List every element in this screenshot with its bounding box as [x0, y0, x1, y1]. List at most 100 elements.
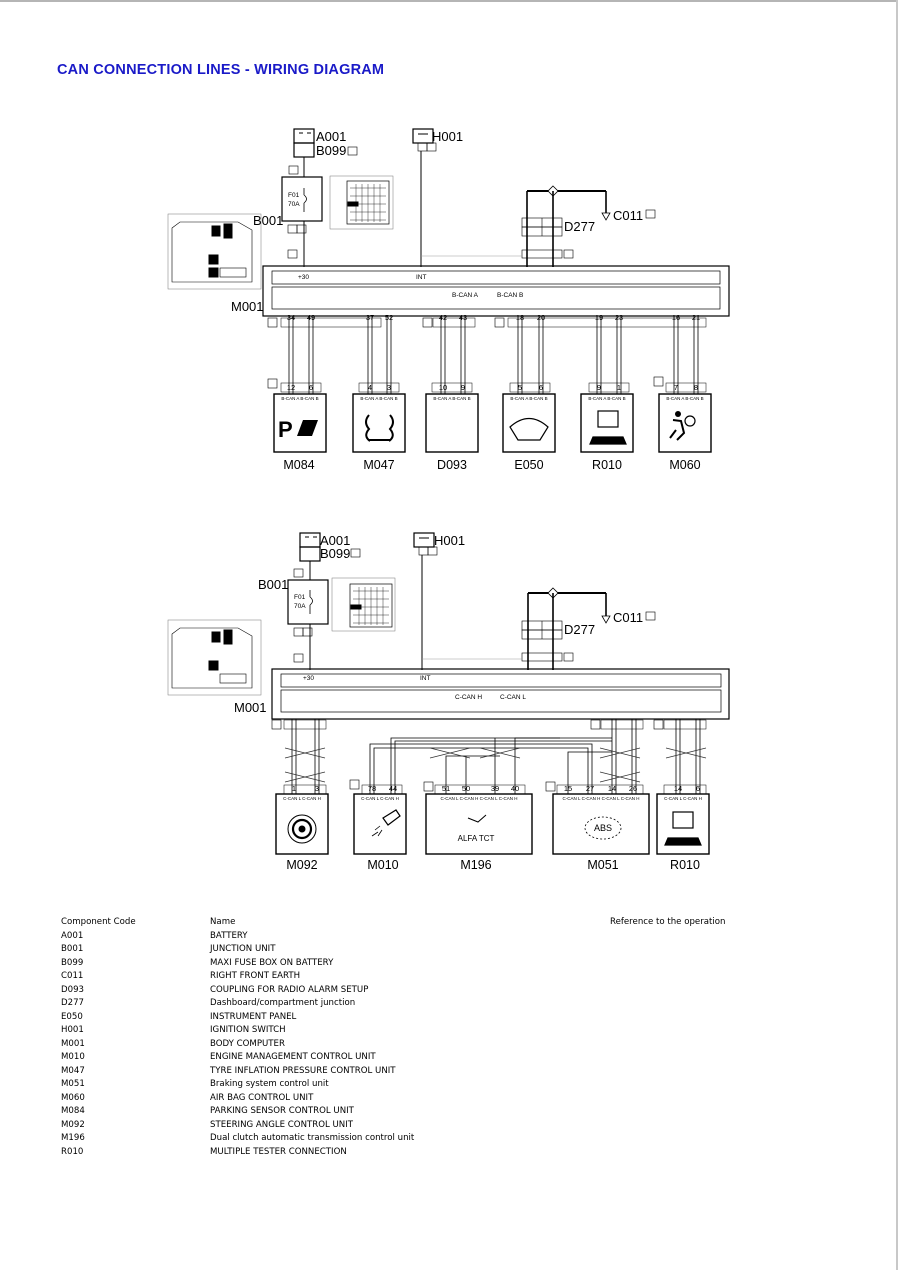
top-device-code: M084 [283, 458, 314, 472]
bottom-b001-label: B001 [258, 577, 288, 592]
bottom-device-sub: C-CAN L C-CAN H C-CAN L C-CAN H [441, 796, 518, 801]
row-code: B001 [61, 944, 84, 954]
top-device-pin: 8 [694, 383, 698, 392]
top-device-sub: B-CAN A B-CAN B [360, 396, 397, 401]
top-device-code: E050 [514, 458, 543, 472]
top-device-sub: B-CAN A B-CAN B [281, 396, 318, 401]
top-ecu-pin: 52 [385, 313, 393, 322]
top-ecu-pin: 37 [366, 313, 374, 322]
parking-sensor-glyph: P [278, 417, 293, 442]
top-int-label: INT [416, 274, 427, 281]
steering-wheel-icon [287, 814, 317, 844]
bottom-device-box-m092 [275, 793, 329, 855]
row-code: M196 [61, 1133, 85, 1143]
top-ecu-pin: 23 [615, 313, 623, 322]
row-name: BATTERY [210, 930, 248, 941]
top-device-pin: 9 [461, 383, 465, 392]
page-right-border [896, 0, 898, 1270]
bottom-device-pin: 44 [389, 784, 397, 793]
top-bus-right: B-CAN B [497, 292, 523, 299]
top-device-sub: B-CAN A B-CAN B [433, 396, 470, 401]
top-device-code: M047 [363, 458, 394, 472]
row-code: B099 [61, 957, 84, 968]
top-device-pin: 10 [439, 383, 447, 392]
bottom-m001-label: M001 [234, 700, 267, 715]
page-title: CAN CONNECTION LINES - WIRING DIAGRAM [57, 62, 385, 78]
wiring-diagram: A001 B099 B001 H001 C011 D277 M001 F01 7… [167, 128, 730, 872]
bottom-device-code: M196 [460, 858, 491, 872]
top-device-pin: 12 [287, 383, 295, 392]
abs-icon [584, 816, 622, 840]
top-m001-label: M001 [231, 299, 264, 314]
row-name: BODY COMPUTER [210, 1038, 285, 1049]
bottom-device-pin: 15 [564, 784, 572, 793]
top-device-box-e050 [502, 393, 556, 453]
row-code: C011 [61, 971, 84, 981]
bottom-bus-left: C-CAN H [455, 694, 482, 701]
bottom-device-box-m010 [353, 793, 407, 855]
row-name: ENGINE MANAGEMENT CONTROL UNIT [210, 1052, 376, 1062]
row-name: IGNITION SWITCH [210, 1025, 286, 1035]
tester-icon-bottom [664, 811, 702, 846]
row-code: H001 [61, 1025, 84, 1035]
bottom-device-pin: 50 [462, 784, 470, 793]
bottom-device-box-r010 [656, 793, 710, 855]
injector-icon [371, 809, 401, 837]
bottom-device-pin: 14 [608, 784, 616, 793]
row-name: RIGHT FRONT EARTH [210, 971, 301, 981]
row-code: M060 [61, 1092, 85, 1103]
row-name: COUPLING FOR RADIO ALARM SETUP [210, 984, 369, 995]
bottom-device-code: M010 [367, 858, 398, 872]
bottom-device-sub: C-CAN L C-CAN H [361, 796, 399, 801]
top-b001-label: B001 [253, 213, 283, 228]
top-device-pin: 5 [518, 383, 522, 392]
top-device-box-m060 [658, 393, 712, 453]
top-device-pin: 1 [617, 383, 621, 392]
bottom-device-pin: 26 [629, 784, 637, 793]
top-d277-label: D277 [564, 219, 595, 234]
tester-icon [589, 410, 627, 445]
instrument-panel-icon [509, 417, 549, 441]
bottom-bus-right: C-CAN L [500, 694, 526, 701]
header-component-code: Component Code [61, 917, 136, 927]
row-code: R010 [61, 1146, 84, 1157]
top-ecu-pin: 34 [287, 313, 295, 322]
tct-icon [467, 814, 487, 823]
top-device-sub: B-CAN A B-CAN B [666, 396, 703, 401]
bottom-device-pin: 27 [586, 784, 594, 793]
row-code: M047 [61, 1065, 85, 1076]
top-device-box-m047 [352, 393, 406, 453]
table-row: H001 IGNITION SWITCH [61, 1025, 761, 1039]
bottom-device-pin: 40 [511, 784, 519, 793]
top-ecu-pin: 42 [439, 313, 447, 322]
header-name: Name [210, 917, 236, 927]
top-battery-symbol [293, 128, 358, 158]
table-header: Component Code Name Reference to the ope… [61, 917, 761, 931]
bottom-a001-label: A001 [320, 533, 350, 548]
top-b099-label: B099 [316, 143, 346, 158]
table-row: M092 STEERING ANGLE CONTROL UNIT [61, 1120, 761, 1134]
abs-label: ABS [594, 823, 612, 833]
row-name: MAXI FUSE BOX ON BATTERY [210, 957, 334, 968]
top-device-pin: 6 [309, 383, 313, 392]
airbag-icon [669, 411, 696, 441]
top-device-pin: 4 [368, 383, 372, 392]
row-name: STEERING ANGLE CONTROL UNIT [210, 1119, 354, 1130]
tct-label: ALFA TCT [458, 834, 495, 843]
row-code: M092 [61, 1119, 85, 1130]
top-fuse-box [281, 176, 323, 222]
header-reference: Reference to the operation [610, 917, 726, 927]
top-device-sub: B-CAN A B-CAN B [588, 396, 625, 401]
top-device-box-d093 [425, 393, 479, 453]
bottom-int-label: INT [420, 675, 431, 682]
row-code: M051 [61, 1079, 85, 1089]
row-code: M010 [61, 1052, 85, 1062]
bottom-fuse-label: F01 [294, 594, 306, 601]
top-device-sub: B-CAN A B-CAN B [510, 396, 547, 401]
